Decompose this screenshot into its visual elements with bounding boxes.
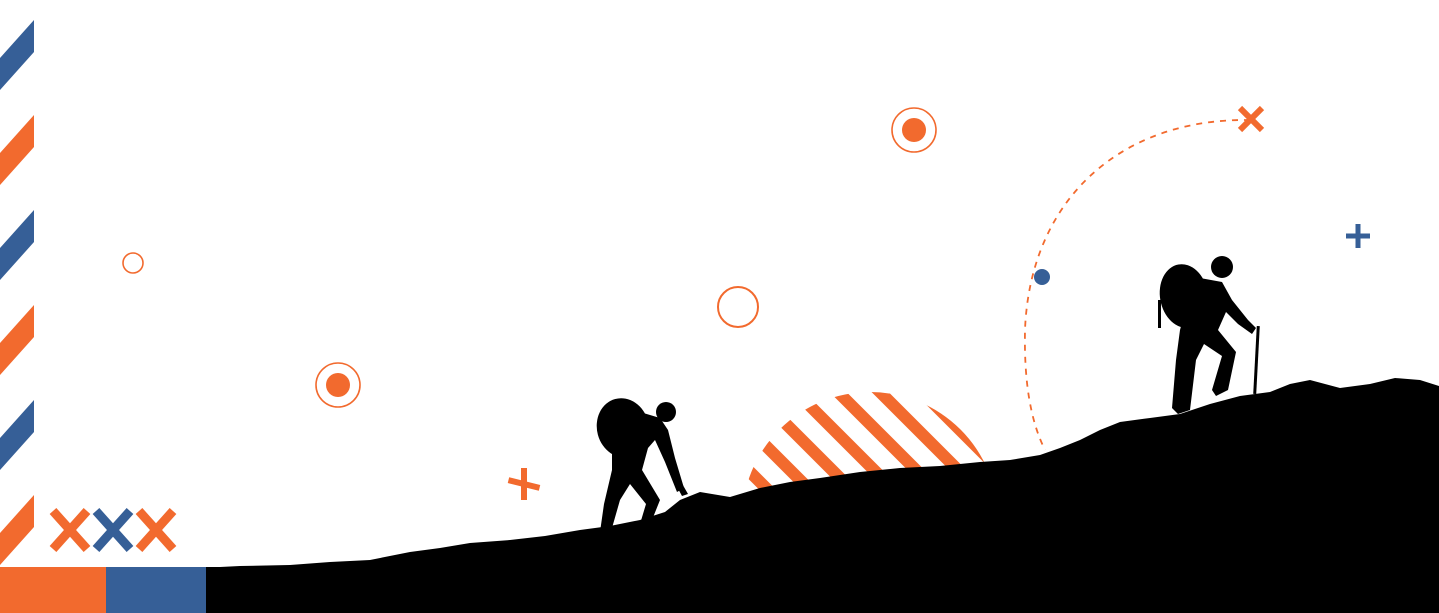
black-bar — [206, 567, 1439, 613]
left-stripes — [0, 20, 34, 565]
diagonal-stripe-icon — [0, 115, 34, 185]
cross-icon — [92, 507, 134, 553]
target-dot-icon — [315, 362, 361, 408]
ring-icon — [122, 252, 144, 274]
hiker-silhouette-icon — [596, 398, 688, 532]
mountain-ridge-icon — [200, 378, 1439, 613]
cross-icon — [49, 507, 91, 553]
blue-bar — [106, 567, 206, 613]
dashed-arc-icon — [1023, 119, 1251, 451]
diagonal-stripe-icon — [0, 20, 34, 90]
orange-bar — [0, 567, 106, 613]
diagonal-stripe-icon — [0, 305, 34, 375]
dot-icon — [1034, 269, 1050, 285]
ring-icon — [717, 286, 759, 328]
cross-icon — [135, 507, 177, 553]
cross-icon — [1237, 105, 1265, 133]
hiker-silhouette-icon — [1158, 256, 1260, 414]
diagonal-stripe-icon — [0, 210, 34, 280]
diagonal-stripe-icon — [0, 400, 34, 470]
cross-row — [49, 507, 177, 553]
target-dot-icon — [891, 107, 937, 153]
plus-icon — [507, 468, 541, 500]
diagonal-stripe-icon — [0, 495, 34, 565]
plus-icon — [1346, 224, 1370, 248]
